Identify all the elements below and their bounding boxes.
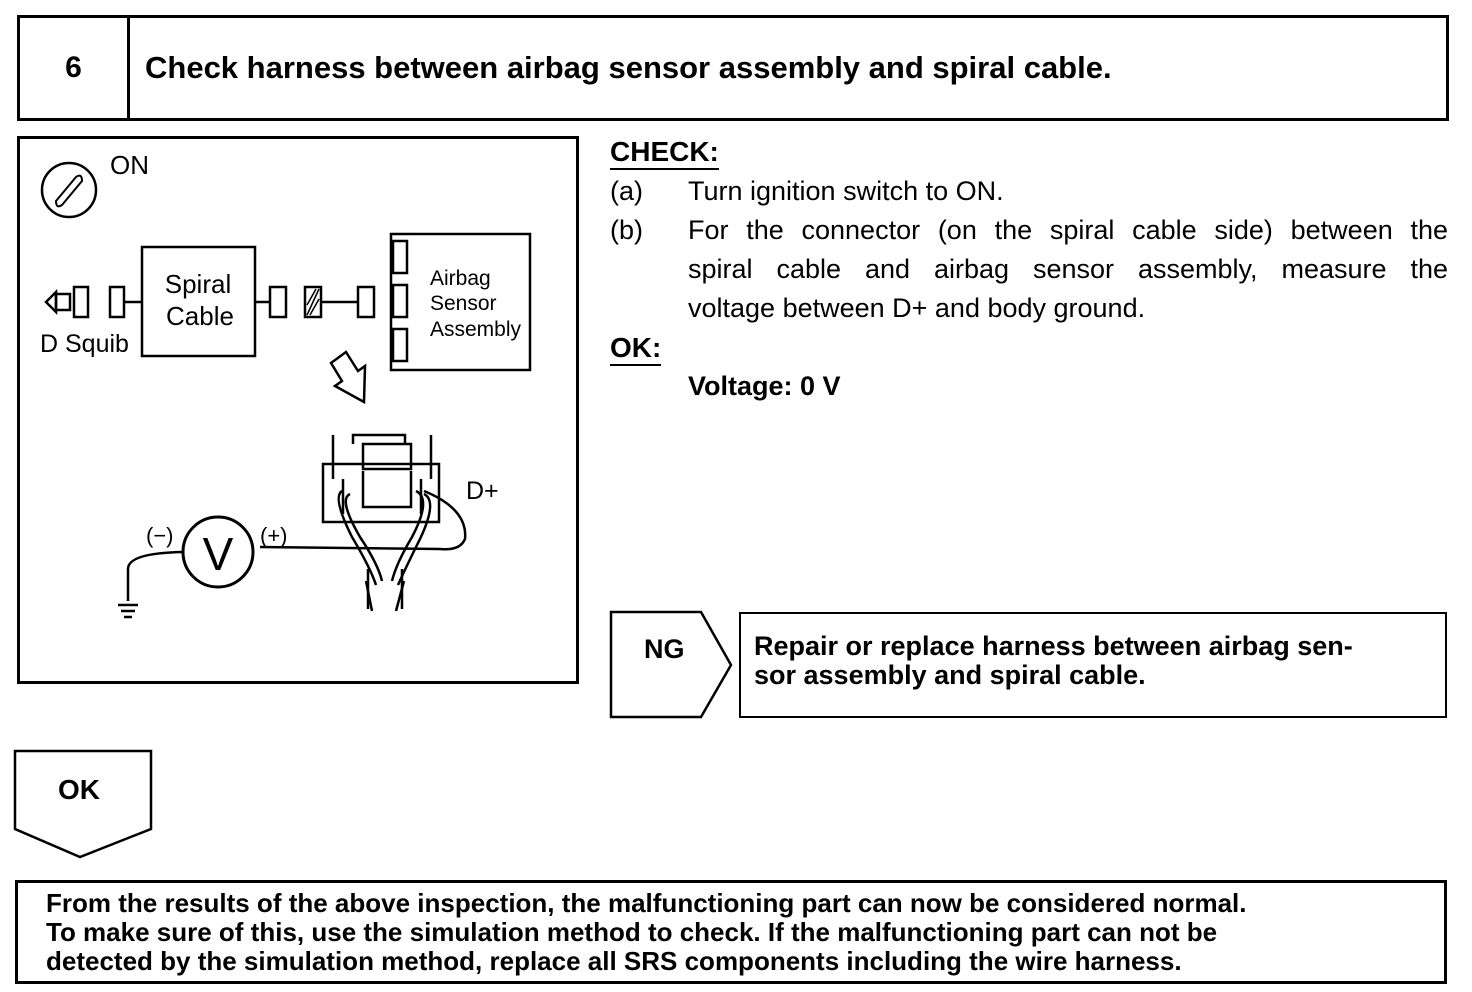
connector-closeup-icon	[259, 433, 467, 612]
step-header	[17, 15, 1449, 121]
wiring-diagram: ON D Squib Spiral Cable	[40, 150, 532, 619]
check-item-a-text: Turn ignition switch to ON.	[688, 176, 1004, 206]
ng-arrow-tab	[609, 610, 733, 719]
ok-spec-value: Voltage: 0 V	[688, 371, 841, 401]
check-item-a-marker: (a)	[610, 176, 643, 206]
ok-label: OK	[58, 774, 100, 805]
sensor-pins-icon	[391, 239, 409, 363]
terminal-d-plus-label: D+	[466, 477, 499, 505]
check-heading: CHECK:	[610, 136, 719, 170]
airbag-sensor-box	[389, 232, 532, 372]
harness-connector-icon	[255, 285, 376, 319]
voltmeter-positive-label: (+)	[260, 523, 288, 548]
ng-action-box: Repair or replace harness between airbag…	[739, 612, 1447, 718]
spiral-cable-label-2: Cable	[166, 301, 234, 331]
check-item-b-line-1: For the connector (on the spiral cable s…	[688, 215, 1448, 245]
airbag-sensor-label-2: Sensor	[430, 292, 497, 315]
detail-arrow-icon	[329, 350, 367, 405]
conclusion-line-2: To make sure of this, use the simulation…	[46, 917, 1218, 947]
squib-connector-icon	[44, 285, 142, 319]
ground-icon	[118, 550, 184, 619]
check-item-b-line-3: voltage between D+ and body ground.	[688, 293, 1146, 323]
ng-label: NG	[644, 634, 685, 664]
step-number: 6	[20, 18, 130, 118]
step-title: Check harness between airbag sensor asse…	[145, 50, 1112, 85]
spiral-cable-label-1: Spiral	[165, 269, 231, 299]
squib-label: D Squib	[40, 330, 129, 358]
conclusion-box: From the results of the above inspection…	[15, 880, 1447, 984]
ok-arrow-tab	[13, 749, 153, 859]
voltmeter-symbol: V	[203, 528, 234, 580]
spiral-cable-box	[140, 245, 257, 358]
check-item-b-marker: (b)	[610, 215, 643, 245]
diagram-panel: ON D Squib Spiral Cable	[17, 136, 579, 684]
ng-action-line-2: sor assembly and spiral cable.	[754, 660, 1146, 690]
conclusion-line-1: From the results of the above inspection…	[46, 888, 1247, 918]
airbag-sensor-label-1: Airbag	[430, 267, 491, 290]
airbag-sensor-label-3: Assembly	[430, 318, 522, 341]
ignition-on-label: ON	[110, 150, 149, 180]
conclusion-line-3: detected by the simulation method, repla…	[46, 946, 1182, 976]
check-item-b-line-2: spiral cable and airbag sensor assembly,…	[688, 254, 1448, 284]
ng-action-line-1: Repair or replace harness between airbag…	[754, 631, 1353, 661]
ok-spec-heading: OK:	[610, 332, 662, 366]
voltmeter-negative-label: (−)	[146, 523, 174, 548]
ignition-switch-icon	[40, 161, 98, 219]
